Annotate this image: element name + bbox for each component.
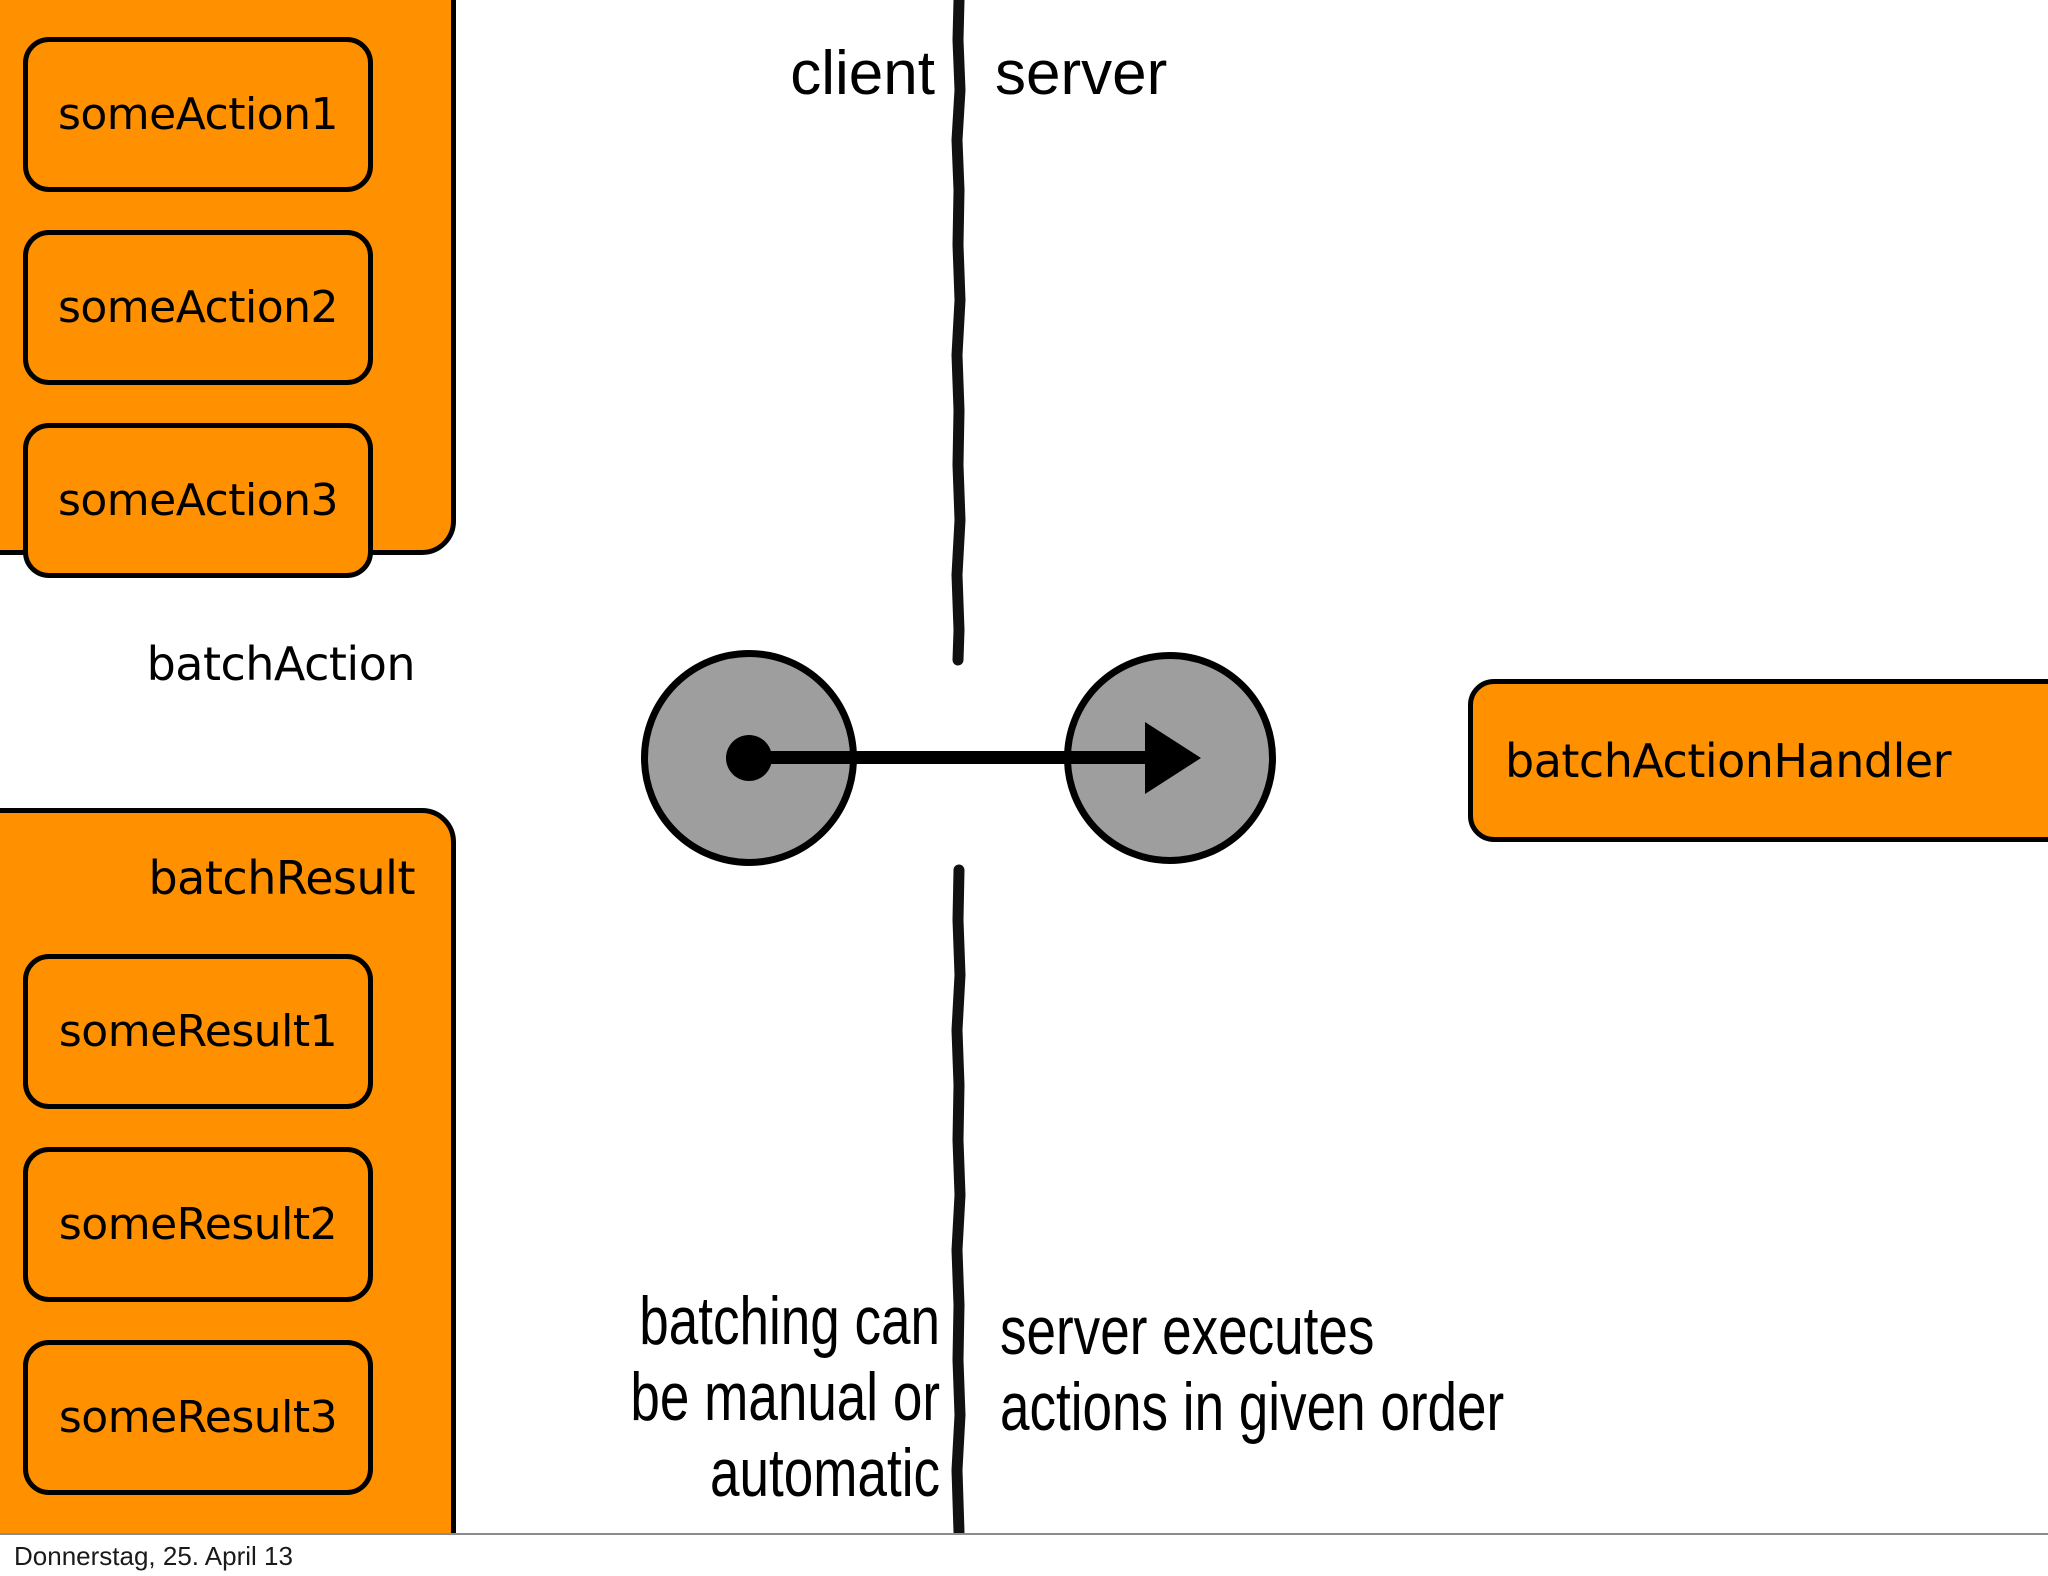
batch-result-group[interactable]: batchResult someResult1 someResult2 some…: [0, 808, 456, 1534]
client-server-divider: [951, 0, 966, 1534]
message-arrow-line: [752, 751, 1152, 764]
batch-result-caption: batchResult: [148, 851, 415, 905]
message-box-some-result-1[interactable]: someResult1: [23, 954, 373, 1109]
message-box-label: someAction3: [57, 475, 339, 526]
footer-divider: [0, 1533, 2048, 1535]
client-heading: client: [790, 39, 935, 108]
message-box-label: someResult3: [58, 1392, 338, 1443]
client-note-line-1: batching can: [639, 1283, 940, 1359]
batch-action-caption: batchAction: [146, 637, 416, 691]
client-note: batching can be manual or automatic: [394, 1283, 940, 1511]
message-box-some-result-3[interactable]: someResult3: [23, 1340, 373, 1495]
server-note: server executes actions in given order: [1000, 1293, 1702, 1445]
slide-canvas: client server someAction1 someAction2 so…: [0, 0, 2048, 1534]
server-note-line-2: actions in given order: [1000, 1369, 1505, 1446]
message-box-label: someAction2: [57, 282, 339, 333]
message-box-label: someResult1: [58, 1006, 338, 1057]
message-box-some-action-3[interactable]: someAction3: [23, 423, 373, 578]
message-box-some-action-2[interactable]: someAction2: [23, 230, 373, 385]
batch-action-group[interactable]: someAction1 someAction2 someAction3 batc…: [0, 0, 456, 691]
client-note-line-2: be manual or: [630, 1359, 940, 1436]
footer-date: Donnerstag, 25. April 13: [14, 1541, 293, 1571]
message-box-label: someAction1: [57, 89, 339, 140]
message-box-label: someResult2: [58, 1199, 338, 1250]
message-box-some-action-1[interactable]: someAction1: [23, 37, 373, 192]
batch-action-handler-box[interactable]: batchActionHandler: [1468, 679, 2048, 842]
server-heading: server: [995, 39, 1168, 108]
message-box-some-result-2[interactable]: someResult2: [23, 1147, 373, 1302]
message-arrowhead-icon: [1145, 722, 1201, 794]
server-note-line-1: server executes: [1000, 1293, 1375, 1369]
batch-action-handler-label: batchActionHandler: [1505, 733, 1952, 788]
client-note-line-3: automatic: [710, 1435, 940, 1512]
